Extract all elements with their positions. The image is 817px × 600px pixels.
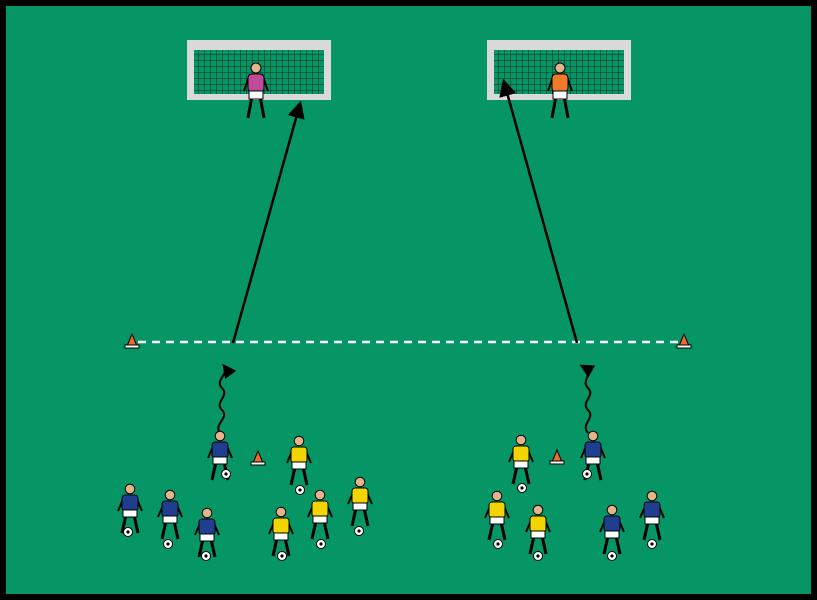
player-icon [194,507,220,558]
player-icon [268,506,294,557]
ball-icon [647,539,657,549]
ball-icon [607,551,617,561]
dribble-path [579,364,596,434]
ball-icon [493,539,503,549]
goalkeeper-icon [547,62,573,119]
arrow-icon [499,78,579,344]
player-icon [508,434,534,485]
arrow-icon [231,100,305,344]
player-icon [117,483,143,534]
ball-icon [316,539,326,549]
player-icon [639,490,665,541]
player-icon [157,489,183,540]
cone-icon [549,448,565,465]
ball-icon [277,551,287,561]
ball-icon [123,527,133,537]
ball-icon [221,469,231,479]
pitch-surface [6,6,811,594]
ball-icon [354,526,364,536]
player-icon [307,489,333,540]
player-icon [580,430,606,481]
ball-icon [517,483,527,493]
cone-icon [676,332,692,349]
player-icon [484,490,510,541]
ball-icon [533,551,543,561]
ball-icon [163,539,173,549]
player-icon [525,504,551,555]
dribble-path [217,363,237,434]
ball-icon [295,485,305,495]
player-icon [347,476,373,527]
players-layer [117,430,665,561]
player-icon [599,504,625,555]
cone-icon [124,332,140,349]
cone-icon [250,449,266,466]
goalkeeper-icon [243,62,269,119]
ball-icon [582,469,592,479]
ball-icon [201,551,211,561]
player-icon [286,435,312,486]
